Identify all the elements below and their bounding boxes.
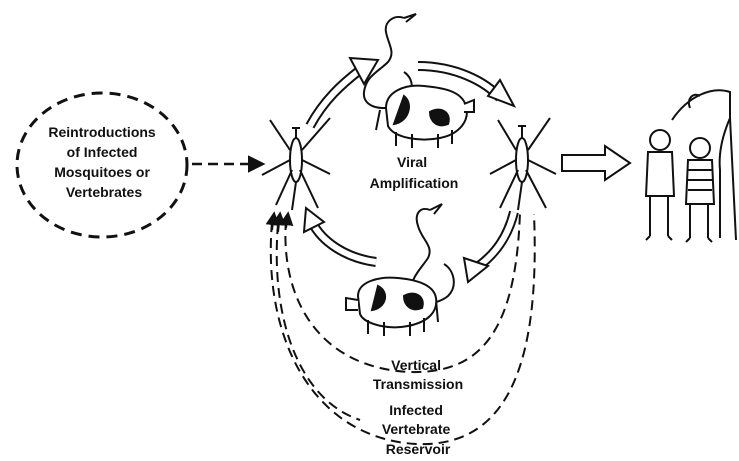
cycle-arrow-bottom-to-left [304, 208, 376, 262]
spillover-arrow [562, 146, 630, 180]
vertical-transmission-arrow [286, 214, 288, 228]
humans-and-horse-icon [646, 90, 736, 242]
reservoir-arrow [272, 214, 274, 230]
pig-icon-bottom [346, 278, 436, 336]
outer-loop-arrow [278, 214, 280, 232]
viral-amplification-label: Viral Amplification [370, 154, 459, 191]
infected-vertebrate-reservoir-label: Infected Vertebrate Reservoir [382, 402, 454, 457]
cycle-arrow-right-to-bottom [464, 212, 514, 282]
cycle-arrow-left-to-top [310, 58, 378, 126]
mosquito-icon-left [262, 118, 330, 210]
reintroductions-label: Reintroductions of Infected Mosquitoes o… [48, 124, 159, 200]
pig-icon-top [386, 86, 474, 148]
mosquito-icon-right [490, 118, 556, 210]
vertical-transmission-label: Vertical Transmission [373, 357, 463, 392]
